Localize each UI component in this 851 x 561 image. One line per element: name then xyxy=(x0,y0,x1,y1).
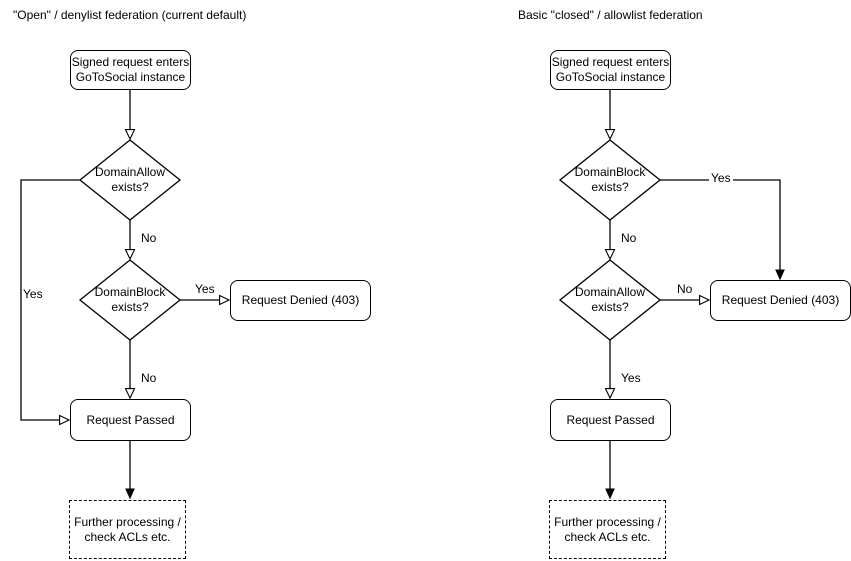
left-decision-domainallow-shape xyxy=(78,139,182,221)
left-edge-label-block-no: No xyxy=(141,371,157,385)
right-edge-block-yes xyxy=(660,179,780,279)
left-decision-domainblock-shape xyxy=(78,259,182,341)
left-denied-node: Request Denied (403) xyxy=(230,280,371,321)
left-edge-allow-yes-rail xyxy=(20,179,80,426)
right-further-node: Further processing / check ACLs etc. xyxy=(549,500,666,559)
left-passed-node: Request Passed xyxy=(70,399,191,441)
left-edge-label-allow-no: No xyxy=(141,231,157,245)
left-further-node: Further processing / check ACLs etc. xyxy=(69,500,186,559)
right-edge-label-allow-no: No xyxy=(677,282,693,296)
right-decision-domainallow-shape xyxy=(558,259,662,341)
right-chart-title: Basic "closed" / allowlist federation xyxy=(518,8,703,22)
left-edge-label-block-yes: Yes xyxy=(195,282,215,296)
right-edge-label-block-no: No xyxy=(621,231,637,245)
right-decision-domainblock-shape xyxy=(558,139,662,221)
right-edge-label-allow-yes: Yes xyxy=(621,371,641,385)
right-denied-node: Request Denied (403) xyxy=(710,280,851,321)
left-chart-title: "Open" / denylist federation (current de… xyxy=(13,8,247,22)
right-start-node: Signed request enters GoToSocial instanc… xyxy=(550,50,671,90)
right-edge-label-block-yes: Yes xyxy=(709,171,733,185)
left-edge-label-allow-yes: Yes xyxy=(23,287,43,301)
right-passed-node: Request Passed xyxy=(550,399,671,441)
left-start-node: Signed request enters GoToSocial instanc… xyxy=(70,50,191,90)
